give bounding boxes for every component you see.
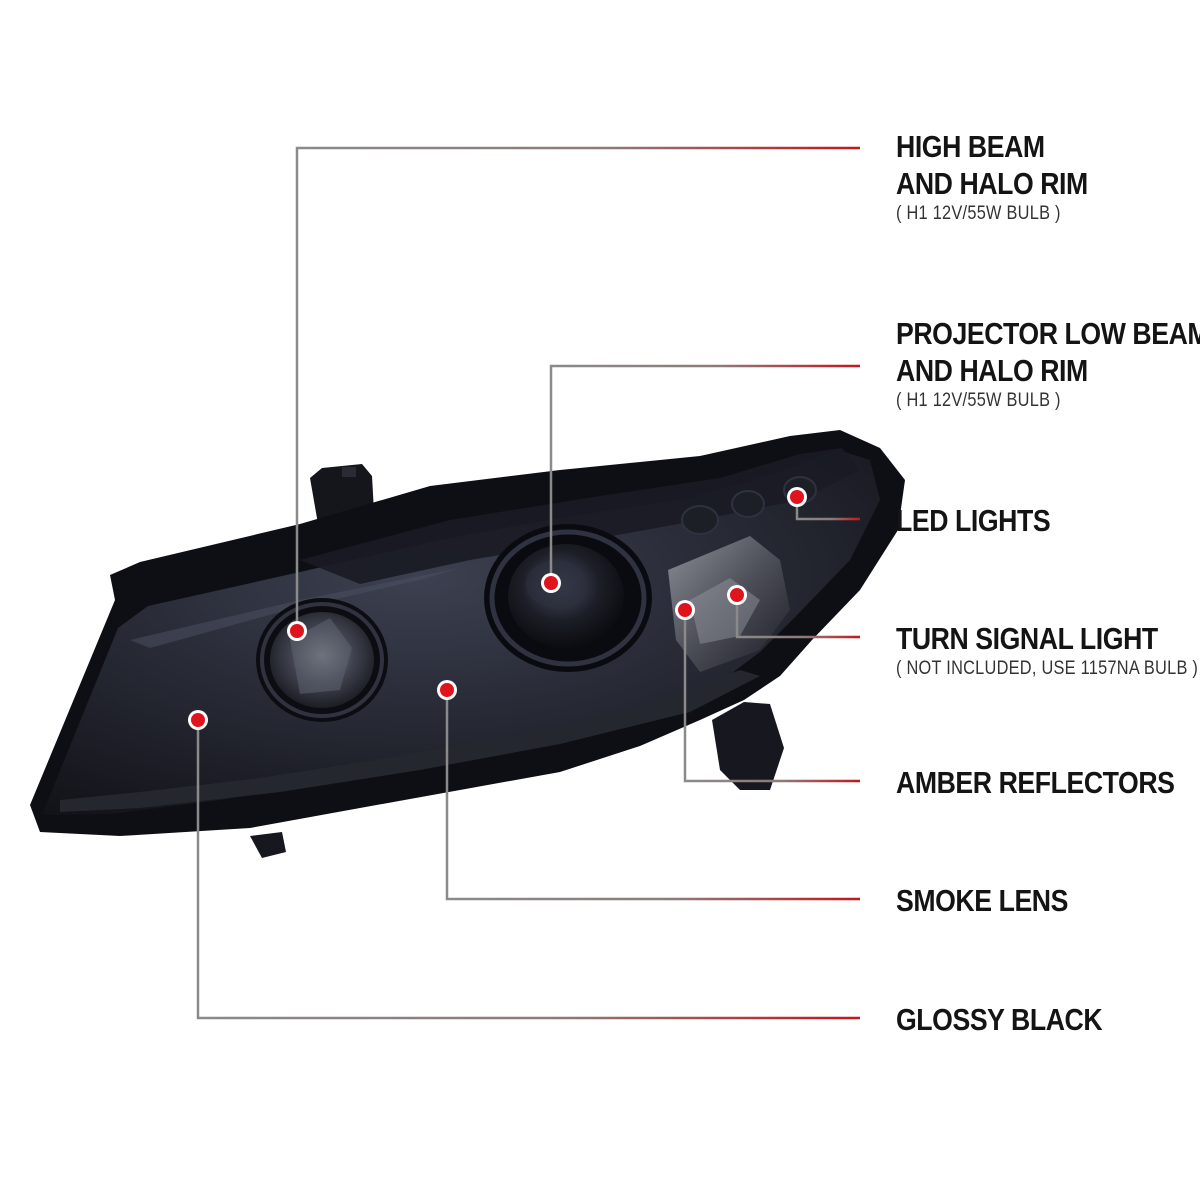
callout-amber-reflectors-line-1: AMBER REFLECTORS [896, 765, 1175, 800]
lower-bracket-tab [250, 832, 286, 858]
callout-glossy-black: GLOSSY BLACK [896, 1001, 1103, 1038]
led-strip [681, 476, 817, 535]
callout-led-lights-line-1: LED LIGHTS [896, 503, 1051, 538]
lower-trim [60, 670, 760, 812]
callout-high-beam-line-2: AND HALO RIM [896, 166, 1088, 201]
marker-high-beam [287, 621, 307, 641]
mounting-tab-hole [342, 467, 356, 477]
high-beam-reflector [256, 598, 388, 722]
callout-projector: PROJECTOR LOW BEAM AND HALO RIM ( H1 12V… [896, 315, 1200, 412]
marker-led [787, 487, 807, 507]
callout-amber-reflectors: AMBER REFLECTORS [896, 764, 1175, 801]
leader-lines [196, 146, 860, 1020]
callout-led-lights: LED LIGHTS [896, 502, 1051, 539]
marker-amber [675, 600, 695, 620]
leader-high-beam [295, 146, 860, 631]
callout-smoke-lens-line-1: SMOKE LENS [896, 883, 1068, 918]
leader-projector [549, 364, 860, 583]
lower-bracket [712, 702, 784, 790]
smoke-lens-face [42, 450, 880, 815]
inner-bezel [300, 448, 860, 584]
marker-turn [727, 585, 747, 605]
marker-glossy [188, 710, 208, 730]
callout-projector-line-1: PROJECTOR LOW BEAM [896, 316, 1200, 351]
callout-high-beam-line-1: HIGH BEAM [896, 129, 1045, 164]
leader-amber [683, 610, 860, 783]
markers [188, 487, 807, 730]
callout-glossy-black-line-1: GLOSSY BLACK [896, 1002, 1103, 1037]
housing [30, 430, 905, 858]
callout-smoke-lens: SMOKE LENS [896, 882, 1068, 919]
leader-turn [735, 595, 860, 639]
callout-high-beam-sub: ( H1 12V/55W BULB ) [896, 203, 1061, 224]
leader-smoke [445, 690, 860, 901]
callout-projector-sub: ( H1 12V/55W BULB ) [896, 390, 1061, 411]
callout-turn-signal-sub: ( NOT INCLUDED, USE 1157NA BULB ) [896, 658, 1199, 679]
marker-projector [541, 573, 561, 593]
callout-turn-signal-line-1: TURN SIGNAL LIGHT [896, 621, 1158, 656]
projector-lens [484, 524, 652, 672]
callout-projector-line-2: AND HALO RIM [896, 353, 1088, 388]
callout-high-beam: HIGH BEAM AND HALO RIM ( H1 12V/55W BULB… [896, 128, 1088, 225]
marker-smoke [437, 680, 457, 700]
callout-turn-signal: TURN SIGNAL LIGHT ( NOT INCLUDED, USE 11… [896, 620, 1198, 680]
leader-glossy [196, 720, 860, 1020]
